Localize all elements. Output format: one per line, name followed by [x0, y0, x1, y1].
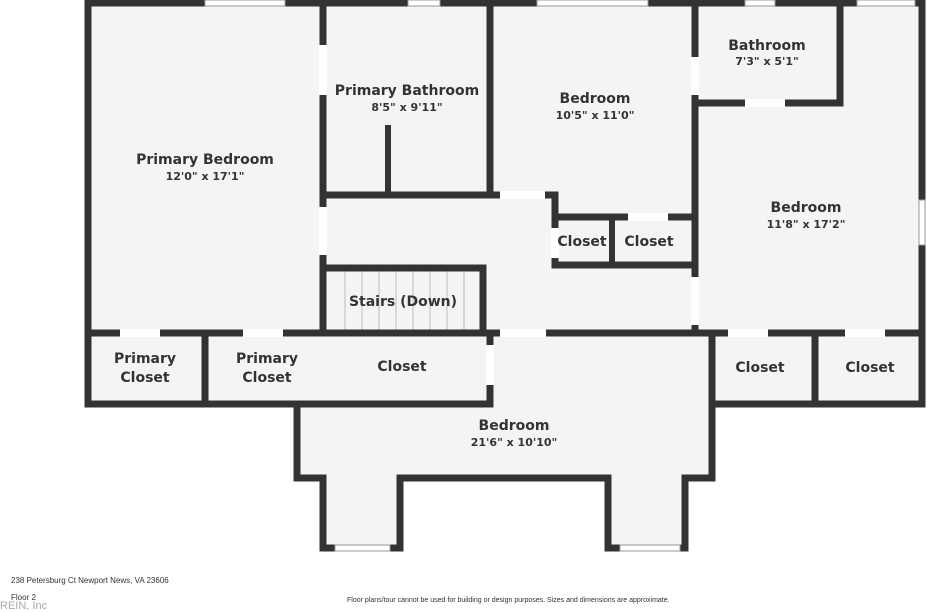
- room-dim-primary-bathroom: 8'5" x 9'11": [371, 101, 442, 114]
- room-name-bedroom: Bedroom: [560, 91, 631, 107]
- floor-area: [88, 3, 922, 548]
- address-text: 238 Petersburg Ct Newport News, VA 23606: [11, 576, 169, 585]
- room-name-bedroom-bottom: Bedroom: [479, 418, 550, 434]
- room-dim-bathroom: 7'3" x 5'1": [735, 55, 799, 68]
- room-name-stairs: Stairs (Down): [349, 294, 457, 310]
- room-dim-bedroom-right: 11'8" x 17'2": [767, 218, 846, 231]
- room-name-bedroom-right: Bedroom: [771, 200, 842, 216]
- room-name-primary-closet: Primary: [236, 351, 298, 367]
- room-name-closet: Closet: [845, 360, 895, 376]
- floor-label: Floor 2: [11, 593, 36, 602]
- room-name-bathroom: Bathroom: [728, 38, 806, 54]
- room-dim-bedroom-bottom: 21'6" x 10'10": [471, 436, 558, 449]
- room-name-closet: Closet: [735, 360, 785, 376]
- room-name-closet: Closet: [377, 359, 427, 375]
- disclaimer-text: Floor plans/tour cannot be used for buil…: [347, 597, 670, 604]
- windows: [204, 0, 926, 552]
- room-name-primary-closet: Primary: [114, 351, 176, 367]
- watermark: REIN, Inc: [0, 600, 48, 612]
- room-dim-primary-bedroom: 12'0" x 17'1": [166, 170, 245, 183]
- room-name-primary-bedroom: Primary Bedroom: [136, 152, 274, 168]
- room-name-primary-closet: Closet: [242, 370, 292, 386]
- doorways: [120, 45, 885, 385]
- room-name-closet: Closet: [624, 234, 674, 250]
- room-dim-bedroom: 10'5" x 11'0": [556, 109, 635, 122]
- room-name-primary-bathroom: Primary Bathroom: [335, 83, 479, 99]
- room-name-primary-closet: Closet: [120, 370, 170, 386]
- room-name-closet: Closet: [557, 234, 607, 250]
- stairs: [344, 271, 465, 330]
